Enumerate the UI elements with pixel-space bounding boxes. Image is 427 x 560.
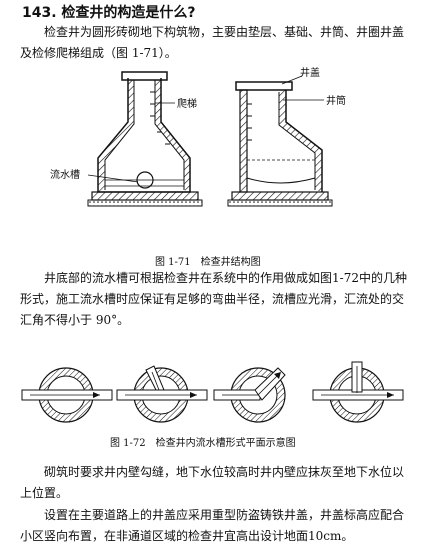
figure-1-71-caption: 图 1-71 检查井结构图	[155, 257, 261, 268]
figure-1-72-caption: 图 1-72 检查井内流水槽形式平面示意图	[110, 438, 296, 449]
label-cover: 井盖	[300, 66, 320, 79]
figure-1-71: 爬梯 流水槽	[50, 66, 346, 207]
channel-form-straight	[21, 367, 113, 423]
paragraph-masonry: 砌筑时要求井内壁勾缝，地下水位较高时井内壁应抹灰至地下水位以上位置。	[20, 465, 405, 500]
paragraph-cover: 设置在主要道路上的井盖应采用重型防盗铸铁井盖，井盖标高应配合小区竖向布置，在非通…	[20, 508, 405, 543]
well-section-left: 爬梯 流水槽	[50, 71, 203, 207]
channel-form-junction	[312, 361, 404, 423]
paragraph-channel: 井底部的流水槽可根据检查井在系统中的作用做成如图1-72中的几种形式，施工流水槽…	[20, 271, 407, 327]
channel-form-side-inlet	[116, 365, 208, 423]
paragraph-intro: 检查井为圆形砖砌地下构筑物，主要由垫层、基础、井筒、井圈井盖及检修爬梯组成（图 …	[20, 25, 405, 60]
figure-1-72	[21, 361, 404, 423]
ladder-rungs	[150, 91, 170, 145]
label-channel: 流水槽	[50, 168, 80, 181]
well-section-right: 井盖 井筒	[227, 66, 346, 207]
label-ladder: 爬梯	[177, 97, 197, 110]
label-shaft: 井筒	[326, 94, 346, 107]
section-heading: 143. 检查井的构造是什么?	[22, 5, 196, 21]
channel-form-bend	[213, 367, 286, 423]
